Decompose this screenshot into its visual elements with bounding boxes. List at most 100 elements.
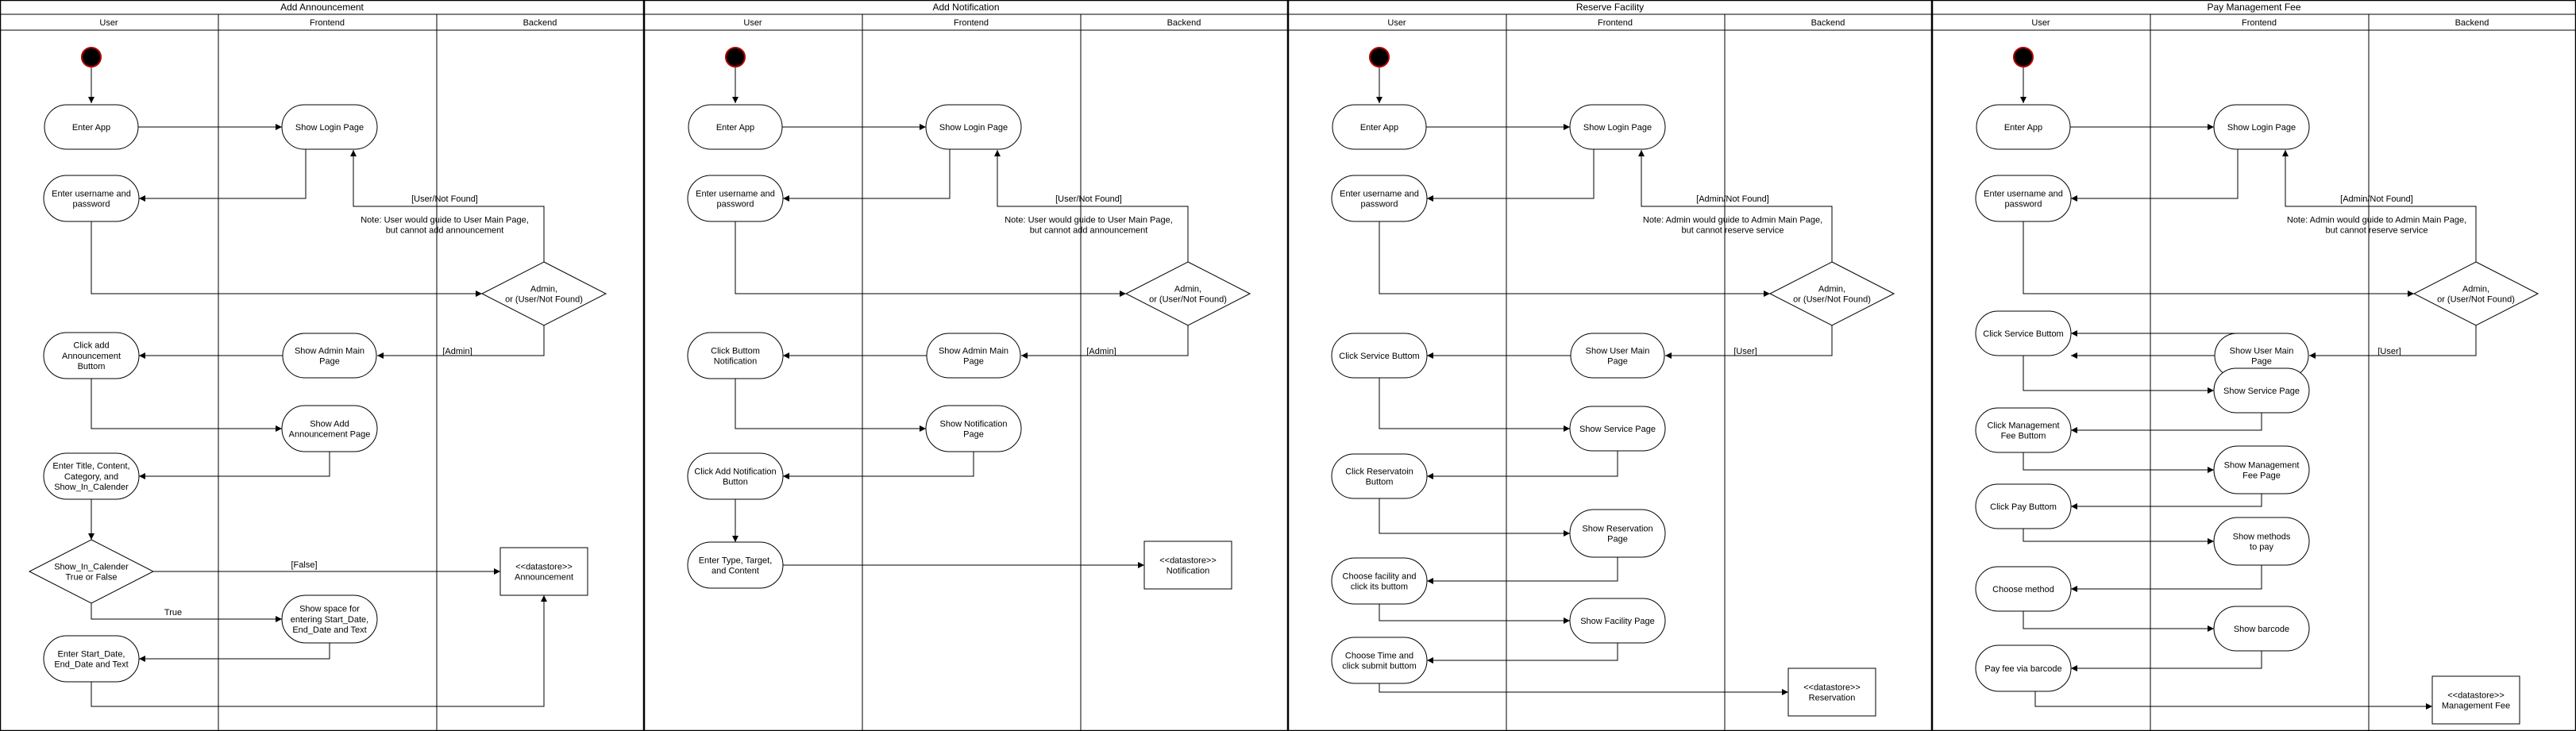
choose-method-node-label: Choose method xyxy=(1992,585,2054,594)
flow-arrow xyxy=(2034,691,2432,710)
click-service-button-node-label: Click Service Buttom xyxy=(1339,352,1419,361)
flow-arrow xyxy=(139,149,307,202)
flow-arrow xyxy=(2023,529,2214,544)
enter-app-node-label: Enter App xyxy=(1360,123,1398,133)
show-service-page-node-label: Show Service Page xyxy=(1579,425,1656,434)
show-login-page-node-label: Show Login Page xyxy=(939,123,1008,133)
flow-arrow xyxy=(1638,150,1833,262)
role-decision-label: Admin,or (User/Not Found) xyxy=(1793,284,1871,304)
lane-header-frontend: Frontend xyxy=(1598,18,1633,28)
edge-label-role: [Admin] xyxy=(1086,347,1116,356)
edge-label-role: [User] xyxy=(1733,347,1757,356)
diagram-title: Add Notification xyxy=(932,2,999,13)
enter-app-node-label: Enter App xyxy=(72,123,110,133)
start-node xyxy=(725,47,746,67)
flow-arrow xyxy=(1427,149,1595,202)
flow-arrow xyxy=(1379,604,1570,624)
flow-arrow xyxy=(2023,611,2214,632)
note-text: Note: Admin would guide to Admin Main Pa… xyxy=(2287,215,2466,235)
flow-arrow xyxy=(1427,557,1618,584)
flow-arrow xyxy=(2071,494,2262,510)
datastore-node-label: <<datastore>>Announcement xyxy=(515,562,573,582)
show-barcode-node-label: Show barcode xyxy=(2234,625,2289,634)
role-decision-label: Admin,or (User/Not Found) xyxy=(505,284,583,304)
enter-form-node-label: Enter Type, Target,and Content xyxy=(699,556,773,575)
start-node xyxy=(1369,47,1390,67)
edge-label-false: [False] xyxy=(291,560,317,570)
note-text: Note: User would guide to User Main Page… xyxy=(361,215,529,235)
flow-arrow xyxy=(1427,643,1618,664)
flow-arrow xyxy=(1427,451,1618,479)
note-text: Note: User would guide to User Main Page… xyxy=(1005,215,1173,235)
flow-arrow xyxy=(91,603,282,622)
flow-arrow xyxy=(139,452,330,479)
lane-header-backend: Backend xyxy=(2455,18,2489,28)
lane-header-backend: Backend xyxy=(523,18,557,28)
flow-arrow xyxy=(2071,651,2262,671)
lane-header-user: User xyxy=(2031,18,2050,28)
flow-arrow xyxy=(2023,452,2214,473)
click-pay-button-node-label: Click Pay Buttom xyxy=(1990,502,2057,512)
datastore-node xyxy=(1143,541,1232,590)
lane-header-frontend: Frontend xyxy=(310,18,345,28)
flow-arrow xyxy=(139,643,330,662)
enter-app-node-label: Enter App xyxy=(2004,123,2042,133)
diagram-title: Pay Management Fee xyxy=(2207,2,2300,13)
edge-label-role: [User] xyxy=(2377,347,2401,356)
flow-arrow xyxy=(994,150,1189,262)
edge-label-role: [Admin] xyxy=(442,347,472,356)
edge-label-not-found: [Admin/Not Found] xyxy=(2340,194,2413,204)
flow-arrow xyxy=(1379,683,1788,695)
flow-arrow xyxy=(91,379,282,432)
datastore-node xyxy=(2431,675,2520,725)
lane-header-backend: Backend xyxy=(1167,18,1201,28)
show-login-page-node-label: Show Login Page xyxy=(1583,123,1652,133)
lane-header-frontend: Frontend xyxy=(2242,18,2277,28)
datastore-node xyxy=(499,547,588,596)
flow-arrow xyxy=(377,325,545,359)
flow-arrow xyxy=(1665,325,1833,359)
lane-header-frontend: Frontend xyxy=(954,18,989,28)
flow-arrow xyxy=(1379,498,1570,537)
edge-label-not-found: [Admin/Not Found] xyxy=(1696,194,1769,204)
lane-header-user: User xyxy=(99,18,118,28)
flow-arrow xyxy=(1379,378,1570,432)
role-decision-label: Admin,or (User/Not Found) xyxy=(2437,284,2515,304)
flow-arrow xyxy=(2023,221,2414,297)
start-node xyxy=(2013,47,2034,67)
edge-label-not-found: [User/Not Found] xyxy=(1055,194,1122,204)
datastore-node-label: <<datastore>>Management Fee xyxy=(2442,691,2510,710)
datastore-node-label: <<datastore>>Notification xyxy=(1159,556,1217,575)
show-facility-page-node-label: Show Facility Page xyxy=(1580,617,1655,626)
flow-arrow xyxy=(2071,565,2262,592)
flow-arrow xyxy=(783,452,974,479)
datastore-node xyxy=(1787,668,1876,717)
flow-arrow xyxy=(1021,325,1189,359)
edge-label-true: True xyxy=(164,608,182,618)
flow-arrow xyxy=(735,379,926,432)
flow-arrow xyxy=(350,150,545,262)
flow-arrow xyxy=(2071,149,2239,202)
start-node xyxy=(81,47,102,67)
lane-header-user: User xyxy=(743,18,762,28)
